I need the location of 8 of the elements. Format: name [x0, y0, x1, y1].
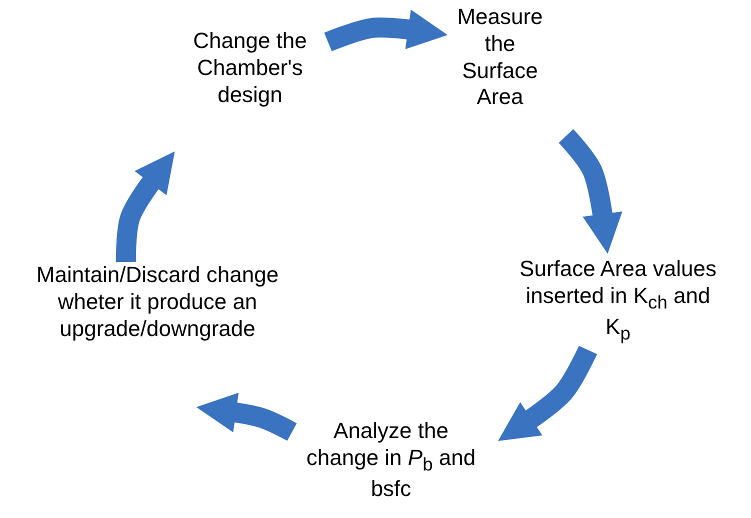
curved-arrow — [498, 346, 598, 442]
step-text: Maintain/Discard change wheter it produce an upgrade/downgrade — [35, 262, 280, 342]
step-text: Analyze the change in P$_{b}$ and bsfc — [305, 418, 477, 502]
curved-arrow — [196, 392, 297, 441]
step-text: Measure the Surface Area — [456, 4, 544, 112]
step-text: Change the Chamber's design — [192, 28, 308, 108]
curved-arrow — [324, 10, 448, 52]
step-text: Surface Area values inserted in K$_{ch}$ and K$_{p}$ — [518, 256, 718, 344]
